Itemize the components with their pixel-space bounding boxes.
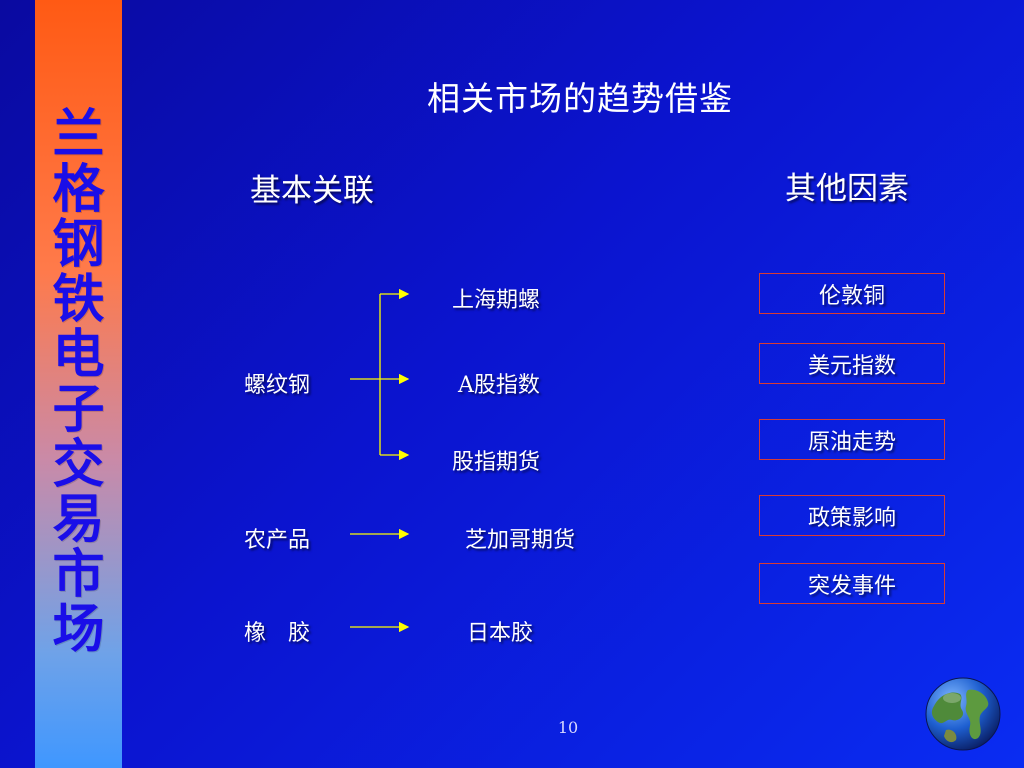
globe-icon — [924, 676, 1002, 752]
shanghai-rebar-label: 上海期螺 — [452, 282, 540, 314]
factor-box: 伦敦铜 — [759, 273, 945, 314]
factor-box: 原油走势 — [759, 419, 945, 460]
factor-box: 政策影响 — [759, 495, 945, 536]
chicago-futures-label: 芝加哥期货 — [465, 522, 575, 554]
a-share-index-label: A股指数 — [458, 367, 540, 399]
factor-box: 美元指数 — [759, 343, 945, 384]
index-futures-label: 股指期货 — [452, 444, 540, 476]
factor-box: 突发事件 — [759, 563, 945, 604]
rebar-label: 螺纹钢 — [244, 367, 310, 399]
page-number: 10 — [540, 718, 596, 737]
rubber-label: 橡 胶 — [244, 615, 310, 647]
agri-label: 农产品 — [244, 522, 310, 554]
japan-rubber-label: 日本胶 — [467, 615, 533, 647]
